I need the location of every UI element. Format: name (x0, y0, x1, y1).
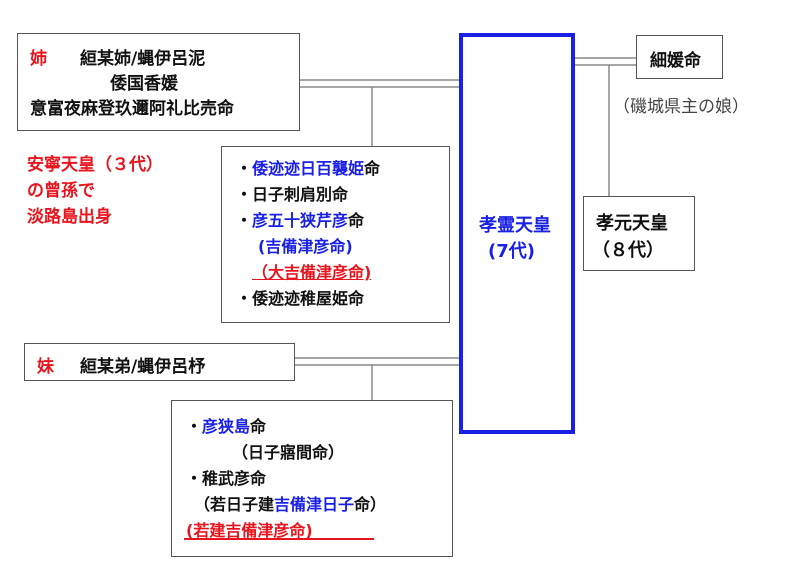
bullet: ・ (186, 417, 203, 436)
younger-sister-box: 妹 絙某弟/蝿伊呂杼 (24, 343, 295, 381)
elder-sister-box: 姉 絙某姉/蝿伊呂泥 倭国香媛 意富夜麻登玖邇阿礼比売命 (17, 33, 300, 131)
child-hikosashima-alias: （日子寤間命） (232, 443, 345, 462)
emperor-korei-generation: (7代) (488, 241, 535, 262)
consort-origin: （磯城県主の娘） (613, 97, 749, 117)
child-wakatakehiko: ・稚武彦命 (186, 469, 267, 488)
younger-sister-name: 絙某弟/蝿伊呂杼 (80, 357, 206, 377)
child-hikosashima-name: 彦狭島 (202, 417, 251, 436)
elder-sister-alias: 倭国香媛 (110, 74, 178, 94)
child-isaserihiko-name: 彦五十狭芹彦 (252, 211, 349, 230)
origin-note-line1: 安寧天皇（３代） (27, 155, 163, 175)
alias-blue: 吉備津日子 (274, 495, 355, 514)
consort-name: 細媛命 (650, 51, 701, 71)
suffix: 命 (250, 417, 267, 436)
child-wakayahime: ・倭迹迹稚屋姫命 (236, 289, 365, 308)
emperor-kogen-generation: （８代） (592, 240, 664, 261)
emperor-kogen-name: 孝元天皇 (596, 213, 668, 234)
younger-children-box: ・彦狭島命 （日子寤間命） ・稚武彦命 （若日子建吉備津日子命） (若建吉備津彦… (171, 400, 453, 557)
child-wakatakehiko-alias: （若日子建吉備津日子命） (194, 491, 386, 515)
suffix: 命 (348, 211, 365, 230)
child-hikosashikatawake: ・日子刺肩別命 (236, 185, 349, 204)
suffix: 命 (364, 159, 381, 178)
alias2-underline (184, 538, 374, 540)
alias-open: （若日子建 (194, 495, 275, 514)
child-momoso-hime-name: 倭迹迹日百襲姫 (252, 159, 365, 178)
elder-sister-alias-long: 意富夜麻登玖邇阿礼比売命 (30, 99, 234, 119)
emperor-korei-box: 孝霊天皇 (7代) (459, 33, 575, 434)
younger-sister-tag: 妹 (37, 357, 54, 377)
child-wakatakehiko-alias2: (若建吉備津彦命) (186, 521, 313, 540)
elder-children-box: ・倭迹迹日百襲姫命 ・日子刺肩別命 ・彦五十狭芹彦命 (吉備津彦命) （大吉備津… (221, 146, 450, 323)
consort-box: 細媛命 (636, 35, 723, 79)
child-isaserihiko: ・彦五十狭芹彦命 (236, 207, 364, 231)
emperor-kogen-box: 孝元天皇 （８代） (583, 196, 695, 271)
emperor-korei-name: 孝霊天皇 (479, 215, 551, 236)
origin-note-line3: 淡路島出身 (27, 207, 112, 227)
child-isaserihiko-alias: (吉備津彦命) (258, 237, 353, 256)
child-isaserihiko-alias2: （大吉備津彦命) (252, 263, 372, 282)
alias-close: 命） (354, 495, 387, 514)
child-hikosashima: ・彦狭島命 (186, 413, 266, 437)
elder-sister-name: 絙某姉/蝿伊呂泥 (80, 49, 206, 69)
bullet: ・ (236, 159, 253, 178)
child-momoso-hime: ・倭迹迹日百襲姫命 (236, 155, 380, 179)
elder-sister-tag: 姉 (30, 49, 47, 69)
origin-note-line2: の曾孫で (27, 181, 95, 201)
bullet: ・ (236, 211, 253, 230)
